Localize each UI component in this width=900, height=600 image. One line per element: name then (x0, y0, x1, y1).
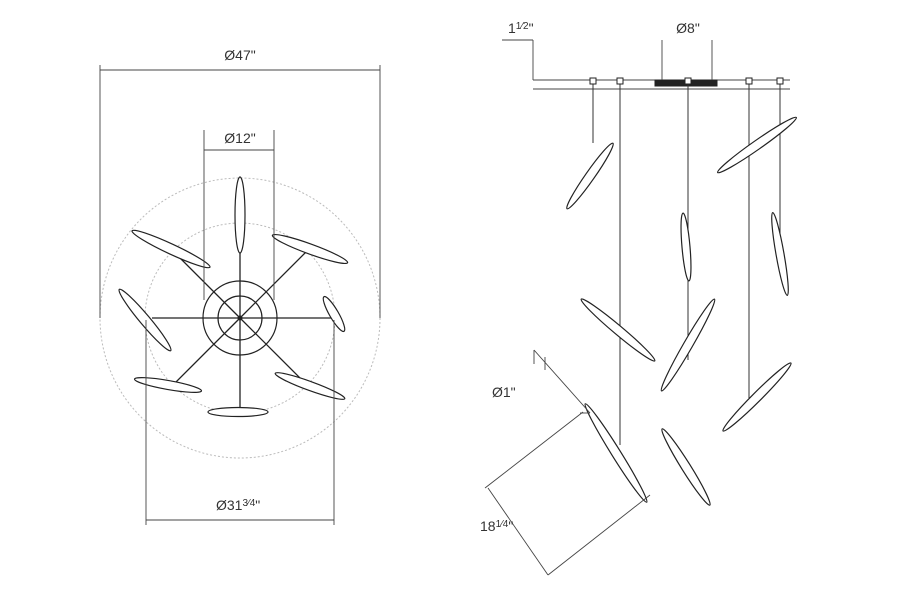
dim-element-diameter (533, 349, 591, 414)
overall-diameter-label: Ø47" (224, 47, 255, 63)
cables (592, 80, 781, 445)
pendant-element (661, 428, 711, 506)
plan-element (274, 372, 346, 400)
dim-canopy-elevation (661, 40, 713, 80)
dim-canopy-plan (203, 130, 275, 300)
canopy-thickness-fraction: 1⁄2 (516, 21, 529, 32)
plan-element (131, 229, 211, 269)
pendant-element (771, 212, 789, 296)
element-length-whole: 18 (480, 518, 496, 534)
arms (152, 230, 332, 410)
arm-spread-unit: " (255, 497, 260, 513)
elevation-view (484, 39, 798, 576)
pendant-element (566, 142, 614, 210)
arm-spread-whole: Ø31 (216, 497, 243, 513)
plan-element (234, 176, 246, 254)
pendant-element (716, 116, 798, 174)
cable-mounts (589, 77, 784, 85)
pendant-elements (566, 116, 798, 506)
element-length-fraction: 1⁄4 (496, 519, 509, 530)
arm-spread-diameter-label: Ø313⁄4" (216, 497, 260, 513)
element-diameter-label: Ø1" (492, 384, 516, 400)
canopy-thickness-unit: " (529, 20, 534, 36)
dim-canopy-thickness (502, 39, 534, 80)
plan-element (322, 295, 346, 333)
plan-element (133, 377, 203, 393)
element-length-label: 181⁄4" (480, 518, 513, 534)
plan-elements (118, 176, 349, 418)
dim-arm-spread (145, 320, 335, 525)
plan-view (99, 65, 381, 525)
plan-element (207, 406, 269, 418)
canopy-thickness-whole: 1 (508, 20, 516, 36)
pendant-element (584, 403, 648, 503)
plan-element (118, 288, 172, 352)
pendant-element (580, 298, 656, 362)
canopy-plan-diameter-label: Ø12" (224, 130, 255, 146)
canopy-elevation-diameter-label: Ø8" (676, 20, 700, 36)
dim-element-length (484, 411, 651, 576)
pendant-element (722, 362, 792, 432)
pendant-element (660, 298, 716, 392)
element-length-unit: " (508, 518, 513, 534)
plan-element (271, 233, 349, 265)
dim-overall (99, 65, 381, 318)
arm-spread-fraction: 3⁄4 (242, 498, 255, 509)
pendant-element (680, 212, 692, 282)
canopy-thickness-label: 11⁄2" (508, 20, 534, 36)
